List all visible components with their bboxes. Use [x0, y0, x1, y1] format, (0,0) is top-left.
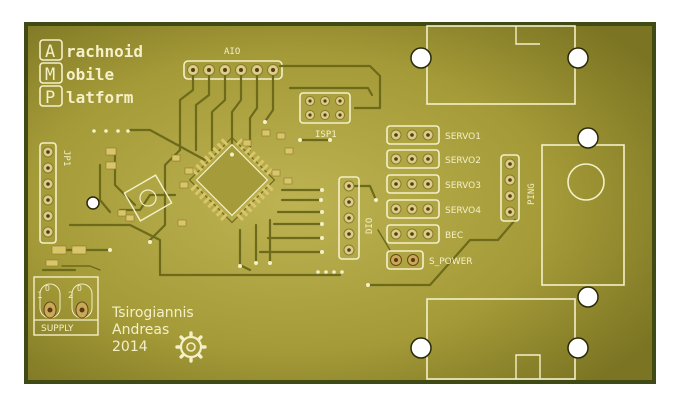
- jp1-label: JP1: [61, 150, 71, 166]
- crystal-switch: [123, 174, 173, 222]
- ping-label: PING: [527, 183, 537, 205]
- vias: [92, 120, 378, 287]
- supply-mark-2: O: [77, 284, 82, 293]
- dio-label: DIO: [365, 218, 375, 234]
- supply-pin-2: 2: [68, 291, 73, 301]
- microcontroller-chip: [188, 136, 276, 224]
- isp-header: [299, 92, 351, 124]
- jp1-header: [39, 142, 57, 244]
- title-line-2: obile: [66, 65, 114, 84]
- amp-logo: A M P rachnoid obile latform: [39, 39, 143, 108]
- bec-label: BEC: [445, 231, 463, 241]
- bottom-right-module: [410, 298, 589, 380]
- logo-letter-m: M: [45, 65, 55, 85]
- aio-header: [183, 60, 283, 80]
- author-second-line: Andreas: [112, 322, 169, 338]
- ping-header: [500, 154, 520, 222]
- aio-label: AIO: [224, 47, 240, 57]
- smd-components: [45, 129, 294, 267]
- mounting-hole-small: [86, 196, 100, 210]
- servo2-label: SERVO2: [445, 156, 481, 166]
- servo-headers: SERVO1 SERVO2 SERVO3 SERVO4 BEC S_POWER: [386, 125, 481, 270]
- year-label: 2014: [112, 339, 148, 355]
- supply-mark-1: O: [45, 284, 50, 293]
- s-power-label: S_POWER: [429, 257, 473, 267]
- gear-icon: [175, 331, 207, 363]
- servo4-label: SERVO4: [445, 206, 481, 216]
- supply-connector: 1 2 O O SUPPLY: [33, 276, 99, 336]
- supply-pin-1: 1: [37, 291, 42, 301]
- copper-traces: [41, 64, 517, 287]
- logo-letter-a: A: [45, 42, 55, 62]
- dio-header: [338, 176, 360, 260]
- servo3-label: SERVO3: [445, 181, 481, 191]
- supply-label: SUPPLY: [41, 324, 74, 334]
- servo1-label: SERVO1: [445, 132, 481, 142]
- title-line-1: rachnoid: [66, 42, 143, 61]
- isp-label: ISP1: [315, 130, 337, 140]
- right-module: [541, 127, 625, 308]
- author-first-line: Tsirogiannis: [111, 305, 194, 321]
- logo-letter-p: P: [45, 88, 55, 108]
- top-right-module: [410, 25, 589, 105]
- title-line-3: latform: [66, 88, 134, 107]
